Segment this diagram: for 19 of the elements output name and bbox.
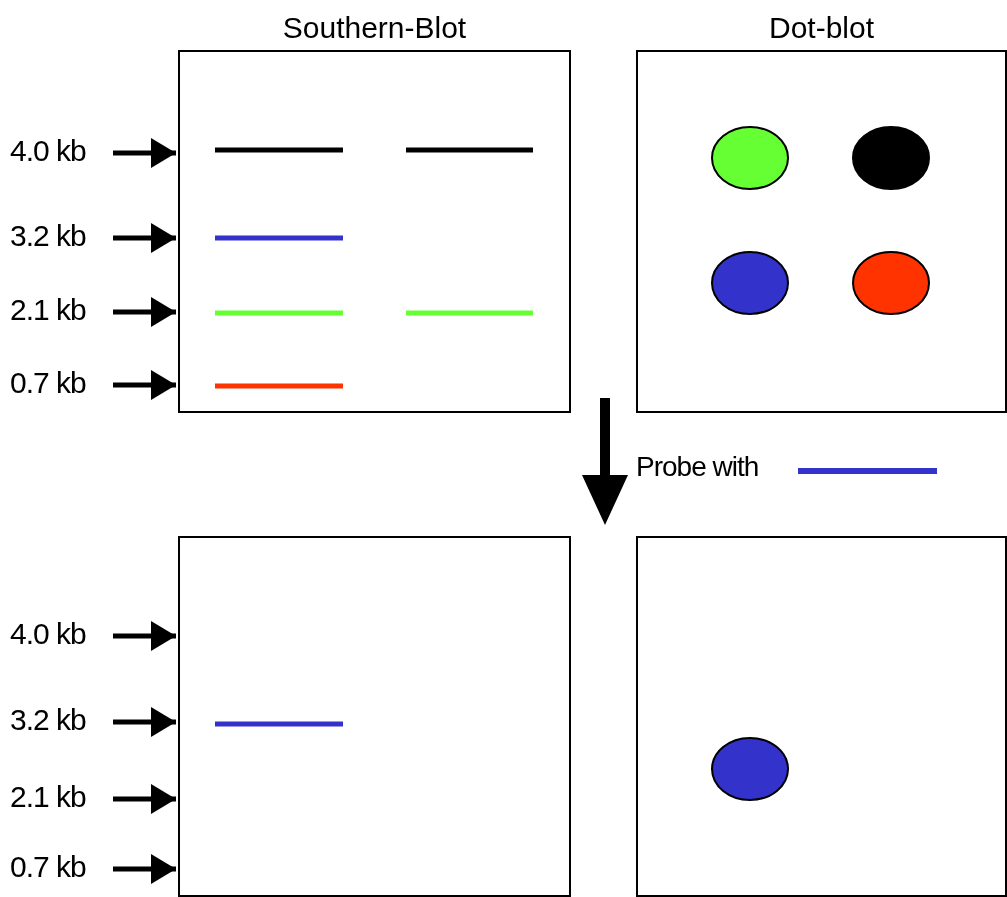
probe-label: Probe with [636, 450, 759, 484]
arrow [113, 138, 176, 168]
arrow [113, 854, 176, 884]
arrow [113, 784, 176, 814]
panel-title: Dot-blot [767, 10, 875, 46]
size-marker-label: 4.0 kb [10, 134, 86, 168]
arrow [113, 297, 176, 327]
size-marker-label: 2.1 kb [10, 780, 86, 814]
panel-title: Southern-Blot [281, 10, 468, 46]
size-marker-label: 0.7 kb [10, 850, 86, 884]
arrow [113, 370, 176, 400]
arrow [113, 223, 176, 253]
arrow [113, 707, 176, 737]
arrow [113, 621, 176, 651]
size-marker-label: 3.2 kb [10, 703, 86, 737]
size-marker-label: 2.1 kb [10, 293, 86, 327]
size-marker-label: 3.2 kb [10, 219, 86, 253]
size-marker-label: 0.7 kb [10, 366, 86, 400]
size-marker-label: 4.0 kb [10, 617, 86, 651]
